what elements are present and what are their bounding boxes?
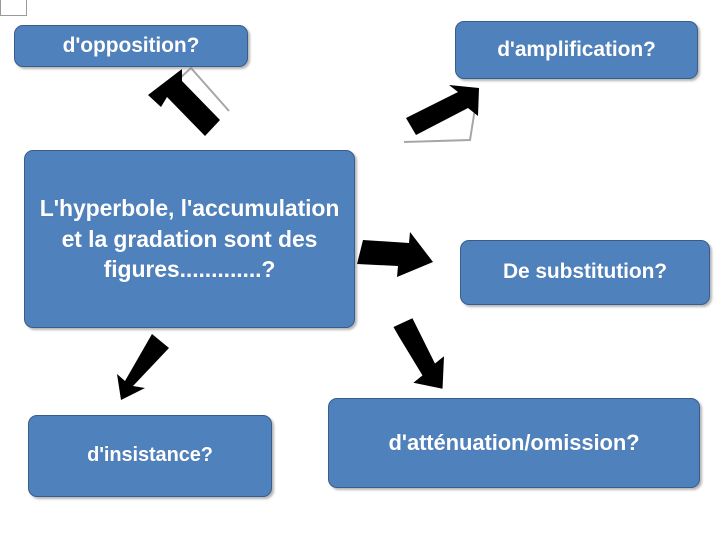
arrow-to-insistance-icon bbox=[97, 330, 181, 406]
arrow-to-attenuation-icon bbox=[372, 318, 462, 404]
corner-placeholder-box bbox=[0, 0, 27, 16]
arrow-to-substitution-icon bbox=[355, 230, 455, 300]
node-substitution[interactable]: De substitution? bbox=[460, 240, 710, 305]
node-attenuation[interactable]: d'atténuation/omission? bbox=[328, 398, 700, 488]
node-center-question[interactable]: L'hyperbole, l'accumulation et la gradat… bbox=[24, 150, 355, 328]
node-amplification[interactable]: d'amplification? bbox=[455, 21, 698, 79]
arrow-to-amplification-icon bbox=[398, 82, 494, 154]
node-opposition[interactable]: d'opposition? bbox=[14, 25, 248, 67]
arrow-to-opposition-icon bbox=[143, 62, 239, 138]
node-insistance[interactable]: d'insistance? bbox=[28, 415, 272, 497]
